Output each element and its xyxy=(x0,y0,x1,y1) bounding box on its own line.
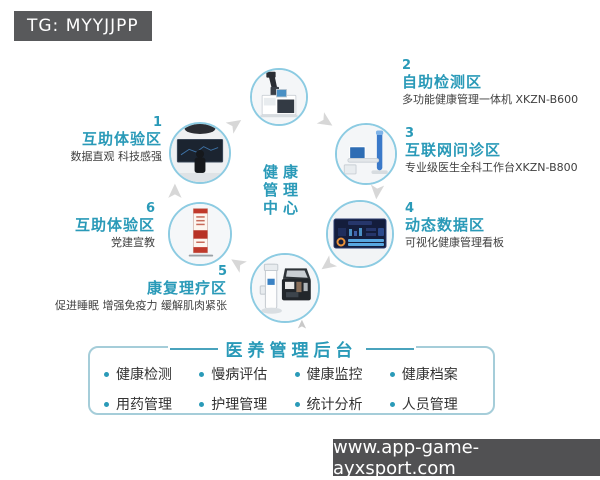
backend-item: 健康档案 xyxy=(389,364,485,384)
zone3-number: 3 xyxy=(405,126,415,141)
title-line-left xyxy=(169,347,218,350)
flow-arrow-to-backend-icon: ➤ xyxy=(294,319,310,330)
zone5-photo-circle xyxy=(250,253,320,323)
zone1-desc: 数据直观 科技感强 xyxy=(70,150,163,163)
bullet-dot-icon xyxy=(199,371,205,377)
flow-arrow-5-to-6-icon: ➤ xyxy=(223,249,252,279)
bullet-dot-icon xyxy=(389,371,395,377)
backend-title-text: 医养管理后台 xyxy=(225,341,358,361)
backend-item: 护理管理 xyxy=(199,394,294,414)
backend-item: 健康检测 xyxy=(104,364,199,384)
center-title-line3: 中心 xyxy=(262,199,303,217)
zone2-desc: 多功能健康管理一体机 XKZN-B600 xyxy=(402,93,579,106)
zone1-number: 1 xyxy=(152,115,162,130)
backend-title: 医养管理后台 xyxy=(167,336,416,361)
zone5-number: 5 xyxy=(217,264,227,279)
backend-item: 健康监控 xyxy=(294,364,390,384)
title-line-right xyxy=(365,347,414,350)
backend-item: 人员管理 xyxy=(389,394,485,414)
zone3-label: 3 互联网问诊区 专业级医生全科工作台XKZN-B800 xyxy=(405,126,595,175)
health-checkup-kiosk-photo xyxy=(252,70,306,124)
bullet-dot-icon xyxy=(294,371,300,377)
party-education-banner-photo xyxy=(170,204,230,264)
zone2-number: 2 xyxy=(402,58,412,73)
backend-management-box: 医养管理后台 健康检测 慢病评估 健康监控 健康档案 用药管理 xyxy=(88,336,495,415)
zone4-number: 4 xyxy=(405,201,415,216)
bullet-dot-icon xyxy=(104,371,109,377)
bullet-dot-icon xyxy=(389,401,395,407)
zone5-desc: 促进睡眠 增强免疫力 缓解肌肉紧张 xyxy=(55,299,227,312)
bullet-dot-icon xyxy=(294,401,300,407)
zone3-title: 互联网问诊区 xyxy=(405,141,502,159)
rehab-device-and-case-photo xyxy=(252,255,318,321)
backend-item: 用药管理 xyxy=(104,394,199,414)
zone3-photo-circle xyxy=(335,123,397,185)
zone3-desc: 专业级医生全科工作台XKZN-B800 xyxy=(405,161,578,174)
backend-item-label: 健康监控 xyxy=(306,367,363,383)
zone5-label: 5 康复理疗区 促进睡眠 增强免疫力 缓解肌肉紧张 xyxy=(5,264,227,313)
center-title-line2: 管理 xyxy=(262,181,303,199)
zone6-photo-circle xyxy=(168,202,232,266)
zone2-title: 自助检测区 xyxy=(402,73,483,91)
center-title: 健康 管理 中心 xyxy=(251,163,315,217)
flow-arrow-3-to-4-icon: ➤ xyxy=(364,181,391,202)
zone2-label: 2 自助检测区 多功能健康管理一体机 XKZN-B600 xyxy=(402,58,592,107)
backend-item-label: 健康检测 xyxy=(116,367,172,383)
backend-item-label: 用药管理 xyxy=(116,397,172,413)
backend-item-label: 慢病评估 xyxy=(211,367,268,383)
doctor-workstation-photo xyxy=(337,125,395,183)
zone2-photo-circle xyxy=(250,68,308,126)
website-watermark-bar: www.app-game-ayxsport.com xyxy=(333,437,600,479)
backend-item-label: 人员管理 xyxy=(401,397,458,413)
zone6-number: 6 xyxy=(145,201,155,216)
telegram-watermark-badge: TG: MYYJJPP xyxy=(14,11,152,41)
center-title-line1: 健康 xyxy=(262,163,303,181)
zone1-title: 互助体验区 xyxy=(81,130,162,148)
zone5-title: 康复理疗区 xyxy=(146,279,227,297)
bullet-dot-icon xyxy=(199,401,205,407)
bullet-dot-icon xyxy=(104,401,109,407)
zone1-photo-circle xyxy=(169,122,231,184)
backend-items-grid: 健康检测 慢病评估 健康监控 健康档案 用药管理 护理管理 xyxy=(104,364,485,414)
zone6-title: 互助体验区 xyxy=(74,216,155,234)
backend-item: 慢病评估 xyxy=(199,364,294,384)
zone4-photo-circle xyxy=(326,200,394,268)
zone4-title: 动态数据区 xyxy=(405,216,486,234)
backend-item-label: 健康档案 xyxy=(401,367,458,383)
backend-item: 统计分析 xyxy=(294,394,390,414)
led-interactive-screen-photo xyxy=(171,124,229,182)
zone6-label: 6 互助体验区 党建宣教 xyxy=(5,201,155,250)
zone1-label: 1 互助体验区 数据直观 科技感强 xyxy=(0,115,163,164)
data-dashboard-photo xyxy=(328,202,392,266)
flow-arrow-1-to-2-icon: ➤ xyxy=(220,109,249,139)
flow-arrow-6-to-1-icon: ➤ xyxy=(162,182,187,201)
flow-arrow-2-to-3-icon: ➤ xyxy=(312,106,340,136)
backend-item-label: 统计分析 xyxy=(306,397,363,413)
backend-item-label: 护理管理 xyxy=(211,397,268,413)
zone4-label: 4 动态数据区 可视化健康管理看板 xyxy=(405,201,595,250)
zone6-desc: 党建宣教 xyxy=(111,236,155,249)
zone4-desc: 可视化健康管理看板 xyxy=(405,236,504,249)
